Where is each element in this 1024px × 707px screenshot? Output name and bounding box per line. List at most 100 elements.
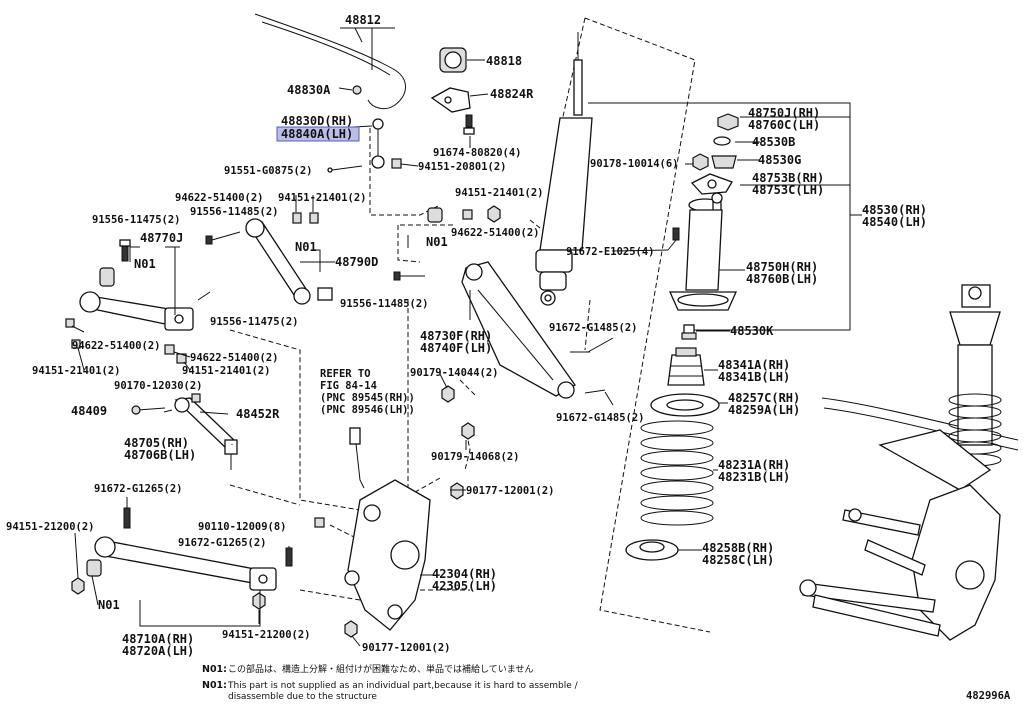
label-48258B[interactable]: 48258B(RH) <box>702 541 774 555</box>
label-48258C[interactable]: 48258C(LH) <box>702 553 774 567</box>
label-90179-14068[interactable]: 90179-14068(2) <box>431 451 520 463</box>
trailing-arm-48770J[interactable] <box>79 291 194 331</box>
label-94151-20801[interactable]: 94151-20801(2) <box>418 161 507 173</box>
nut-90177-12001-a[interactable] <box>450 482 464 500</box>
label-48812[interactable]: 48812 <box>345 13 381 27</box>
label-48530-rh[interactable]: 48530(RH) <box>862 203 927 217</box>
label-91551[interactable]: 91551-G0875(2) <box>224 165 313 177</box>
label-94151-21401-l1[interactable]: 94151-21401(2) <box>32 365 121 377</box>
label-90178-10014[interactable]: 90178-10014(6) <box>590 158 679 170</box>
bolt-48409[interactable] <box>131 405 166 415</box>
bolt-91672-E1025[interactable] <box>672 227 680 241</box>
label-48750H[interactable]: 48750H(RH) <box>746 260 818 274</box>
washer-48530B[interactable] <box>713 136 731 146</box>
label-48760B[interactable]: 48760B(LH) <box>746 272 818 286</box>
label-refer-3[interactable]: (PNC 89545(RH)) <box>320 392 415 404</box>
label-48753B[interactable]: 48753B(RH) <box>752 171 824 185</box>
label-n01-a[interactable]: N01 <box>134 257 156 271</box>
label-48341A[interactable]: 48341A(RH) <box>718 358 790 372</box>
stabilizer-link[interactable] <box>332 118 385 169</box>
lower-insulator-48258B[interactable] <box>625 539 679 561</box>
label-94622-51400-l2[interactable]: 94622-51400(2) <box>190 352 279 364</box>
bolt-91551[interactable] <box>327 165 363 173</box>
label-91556-11475-mid[interactable]: 91556-11475(2) <box>210 316 299 328</box>
label-48760C[interactable]: 48760C(LH) <box>748 118 820 132</box>
label-48705[interactable]: 48705(RH) <box>124 436 189 450</box>
label-48770J[interactable]: 48770J <box>140 231 183 245</box>
bolt-91556-11485-top[interactable] <box>205 231 241 245</box>
label-90177-12001-b[interactable]: 90177-12001(2) <box>362 642 451 654</box>
label-91556-11485-mid[interactable]: 91556-11485(2) <box>340 298 429 310</box>
stabilizer-bushing-48818[interactable] <box>439 47 485 73</box>
label-94622-51400-mid[interactable]: 94622-51400(2) <box>451 227 540 239</box>
label-48341B[interactable]: 48341B(LH) <box>718 370 790 384</box>
bolt-91674[interactable] <box>463 114 475 135</box>
knuckle-42304[interactable] <box>344 479 431 631</box>
stabilizer-bar[interactable] <box>254 13 406 110</box>
nut-94151-21200-a[interactable] <box>71 577 85 595</box>
label-48840A[interactable]: 48840A(LH) <box>281 127 353 141</box>
nut-90177-12001-b[interactable] <box>344 620 358 638</box>
bolt-91556-11475-mid[interactable] <box>197 291 211 301</box>
label-42305[interactable]: 42305(LH) <box>432 579 497 593</box>
label-48730F[interactable]: 48730F(RH) <box>420 329 492 343</box>
label-94622-51400-l1[interactable]: 94622-51400(2) <box>72 340 161 352</box>
bushing-n01-trailing[interactable] <box>99 267 115 287</box>
nut-94151-20801[interactable] <box>391 158 402 169</box>
label-48818[interactable]: 48818 <box>486 54 522 68</box>
support-assembly-48750H[interactable] <box>668 192 738 311</box>
nut-90179-14068[interactable] <box>461 422 475 440</box>
bumper-48530K[interactable] <box>681 324 697 340</box>
label-48409[interactable]: 48409 <box>71 404 107 418</box>
label-48540-lh[interactable]: 48540(LH) <box>862 215 927 229</box>
label-94151-21200-a[interactable]: 94151-21200(2) <box>6 521 95 533</box>
label-48830D[interactable]: 48830D(RH) <box>281 114 353 128</box>
label-48790D[interactable]: 48790D <box>335 255 378 269</box>
nut-90178[interactable] <box>692 153 709 171</box>
assembled-view[interactable] <box>799 284 1019 641</box>
bolt-91672-G1265-a[interactable] <box>123 507 131 529</box>
bushing-n01-lower[interactable] <box>86 559 102 577</box>
upper-arm-48790D[interactable] <box>245 218 333 305</box>
bolt-90110-12009[interactable] <box>314 517 325 528</box>
label-refer-1[interactable]: REFER TO <box>320 368 371 380</box>
shock-absorber[interactable] <box>535 32 593 306</box>
label-48830A[interactable]: 48830A <box>287 83 331 97</box>
label-94151-21401-mid[interactable]: 94151-21401(2) <box>455 187 544 199</box>
label-refer-4[interactable]: (PNC 89546(LH)) <box>320 404 415 416</box>
label-48720A[interactable]: 48720A(LH) <box>122 644 194 658</box>
nut-48750J[interactable] <box>717 113 739 131</box>
label-90170-12030[interactable]: 90170-12030(2) <box>114 380 203 392</box>
label-94151-21200-b[interactable]: 94151-21200(2) <box>222 629 311 641</box>
label-48231A[interactable]: 48231A(RH) <box>718 458 790 472</box>
bolt-91556-11475-top[interactable] <box>119 239 131 262</box>
label-48740F[interactable]: 48740F(LH) <box>420 341 492 355</box>
nut-90179-14044[interactable] <box>441 385 455 403</box>
label-90179-14044[interactable]: 90179-14044(2) <box>410 367 499 379</box>
upper-insulator-48257C[interactable] <box>650 393 720 417</box>
bushing-n01-upper[interactable] <box>427 207 473 223</box>
label-94622-51400-top[interactable]: 94622-51400(2) <box>175 192 264 204</box>
label-91672-G1265-b[interactable]: 91672-G1265(2) <box>178 537 267 549</box>
label-48750J[interactable]: 48750J(RH) <box>748 106 820 120</box>
label-n01-d[interactable]: N01 <box>98 598 120 612</box>
label-48530B[interactable]: 48530B <box>752 135 795 149</box>
label-90110-12009[interactable]: 90110-12009(8) <box>198 521 287 533</box>
label-91556-11485-top[interactable]: 91556-11485(2) <box>190 206 279 218</box>
label-42304[interactable]: 42304(RH) <box>432 567 497 581</box>
label-48231B[interactable]: 48231B(LH) <box>718 470 790 484</box>
nut-90170[interactable] <box>191 393 201 403</box>
label-94151-21401-l2[interactable]: 94151-21401(2) <box>182 365 271 377</box>
label-91674[interactable]: 91674-80820(4) <box>433 147 522 159</box>
label-91556-11475-top[interactable]: 91556-11475(2) <box>92 214 181 226</box>
coil-spring-48231A[interactable] <box>640 420 714 526</box>
label-91672-G1485-b[interactable]: 91672-G1485(2) <box>556 412 645 424</box>
label-48452R[interactable]: 48452R <box>236 407 280 421</box>
cushion-48530G[interactable] <box>711 155 737 169</box>
lower-arm-48710A[interactable] <box>94 536 277 591</box>
label-48706B[interactable]: 48706B(LH) <box>124 448 196 462</box>
bolt-91672-G1265-b[interactable] <box>285 547 293 567</box>
label-48259A[interactable]: 48259A(LH) <box>728 403 800 417</box>
label-48753C[interactable]: 48753C(LH) <box>752 183 824 197</box>
nut-48830A[interactable] <box>338 85 362 95</box>
